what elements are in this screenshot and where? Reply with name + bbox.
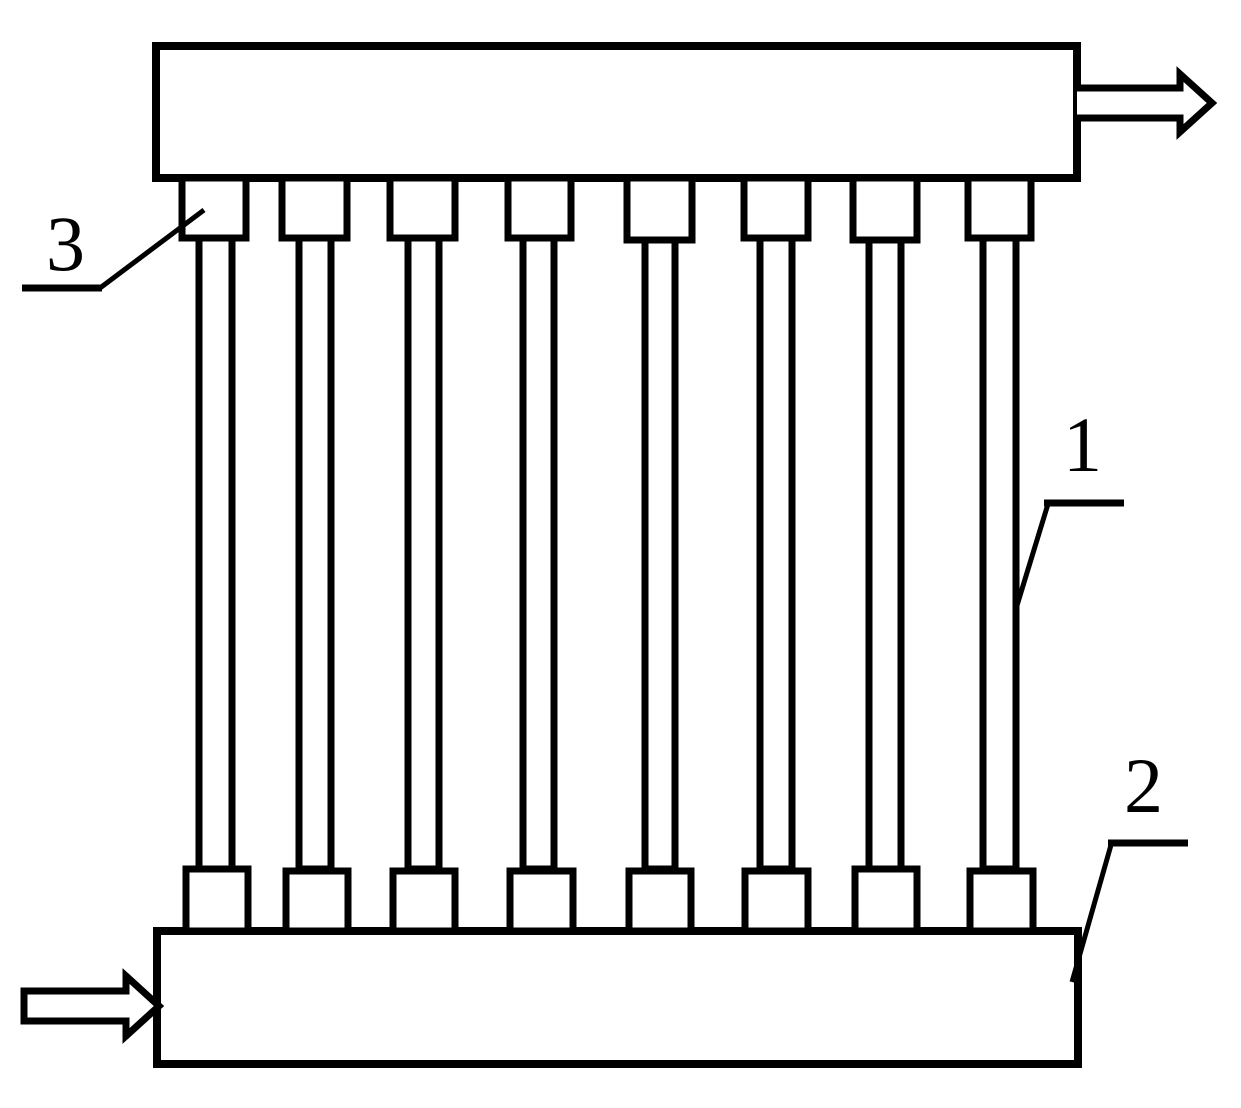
callout-2-leader bbox=[1069, 844, 1114, 983]
connector-bottom bbox=[506, 867, 577, 935]
callout-1-label: 1 bbox=[1063, 401, 1102, 488]
callout-3-leader bbox=[98, 208, 206, 290]
connector-bottom bbox=[389, 867, 459, 935]
connector-top bbox=[278, 174, 351, 242]
connector-bottom bbox=[282, 867, 352, 935]
tube bbox=[865, 236, 905, 873]
connector-top bbox=[386, 174, 459, 242]
callout-2-label: 2 bbox=[1124, 742, 1163, 829]
inlet-arrow-icon bbox=[20, 968, 165, 1044]
connector-top bbox=[504, 174, 575, 242]
lower-header bbox=[153, 927, 1082, 1068]
upper-header bbox=[152, 42, 1081, 182]
connector-bottom bbox=[966, 867, 1037, 935]
connector-top bbox=[623, 174, 696, 244]
outlet-arrow-icon bbox=[1077, 66, 1218, 140]
connector-bottom bbox=[741, 867, 812, 935]
connector-top bbox=[740, 174, 812, 242]
tube bbox=[641, 236, 679, 873]
tube bbox=[195, 234, 236, 873]
tube bbox=[756, 234, 796, 873]
connector-top bbox=[964, 174, 1035, 242]
connector-top bbox=[178, 174, 250, 242]
connector-top bbox=[849, 174, 921, 244]
connector-bottom bbox=[625, 867, 695, 935]
tube bbox=[404, 234, 443, 873]
tube-array bbox=[178, 174, 1037, 935]
connector-bottom bbox=[851, 865, 921, 935]
callout-3-label: 3 bbox=[46, 200, 85, 287]
tube bbox=[979, 234, 1020, 873]
tube bbox=[295, 234, 335, 873]
callout-1-leader bbox=[1012, 503, 1051, 613]
connector-bottom bbox=[182, 865, 252, 935]
tube bbox=[519, 234, 558, 873]
